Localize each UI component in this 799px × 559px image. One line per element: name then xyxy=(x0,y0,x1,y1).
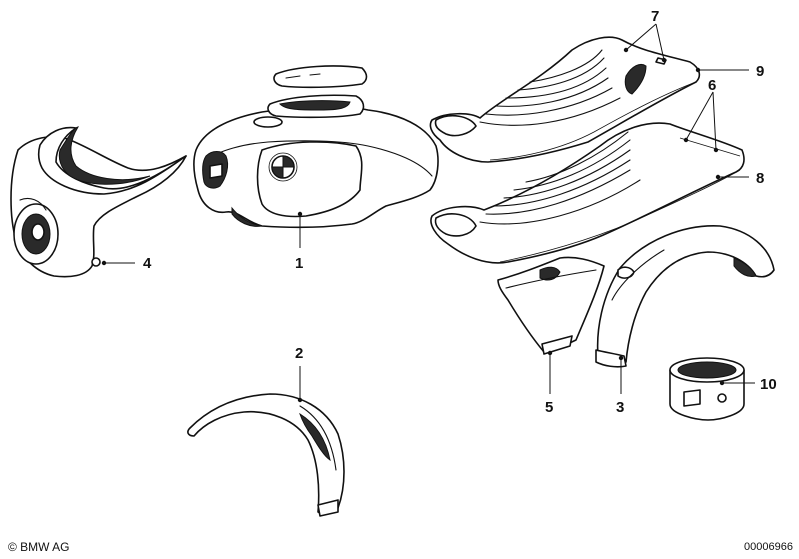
callout-2: 2 xyxy=(295,345,303,362)
callout-10: 10 xyxy=(760,376,777,393)
part-10-cylinder[interactable] xyxy=(669,357,745,421)
part-2-front-fender[interactable] xyxy=(187,393,345,517)
copyright-label: © BMW AG xyxy=(8,540,70,554)
callout-1: 1 xyxy=(295,255,303,272)
callout-5: 5 xyxy=(545,399,553,416)
callout-6: 6 xyxy=(708,77,716,94)
part-9-seat-upper[interactable] xyxy=(429,36,701,163)
callout-8: 8 xyxy=(756,170,764,187)
document-number: 00006966 xyxy=(744,541,793,553)
callouts: 1 2 3 4 5 6 7 8 9 10 xyxy=(143,8,777,416)
leader-lines xyxy=(101,23,755,403)
callout-7: 7 xyxy=(651,8,659,25)
part-5-side-panel[interactable] xyxy=(497,256,605,355)
callout-3: 3 xyxy=(616,399,624,416)
callout-9: 9 xyxy=(756,63,764,80)
part-1-fuel-tank[interactable] xyxy=(193,65,439,229)
part-4-headlight-fairing[interactable] xyxy=(10,126,187,278)
part-3-rear-fender[interactable] xyxy=(595,225,775,368)
callout-4: 4 xyxy=(143,255,152,272)
